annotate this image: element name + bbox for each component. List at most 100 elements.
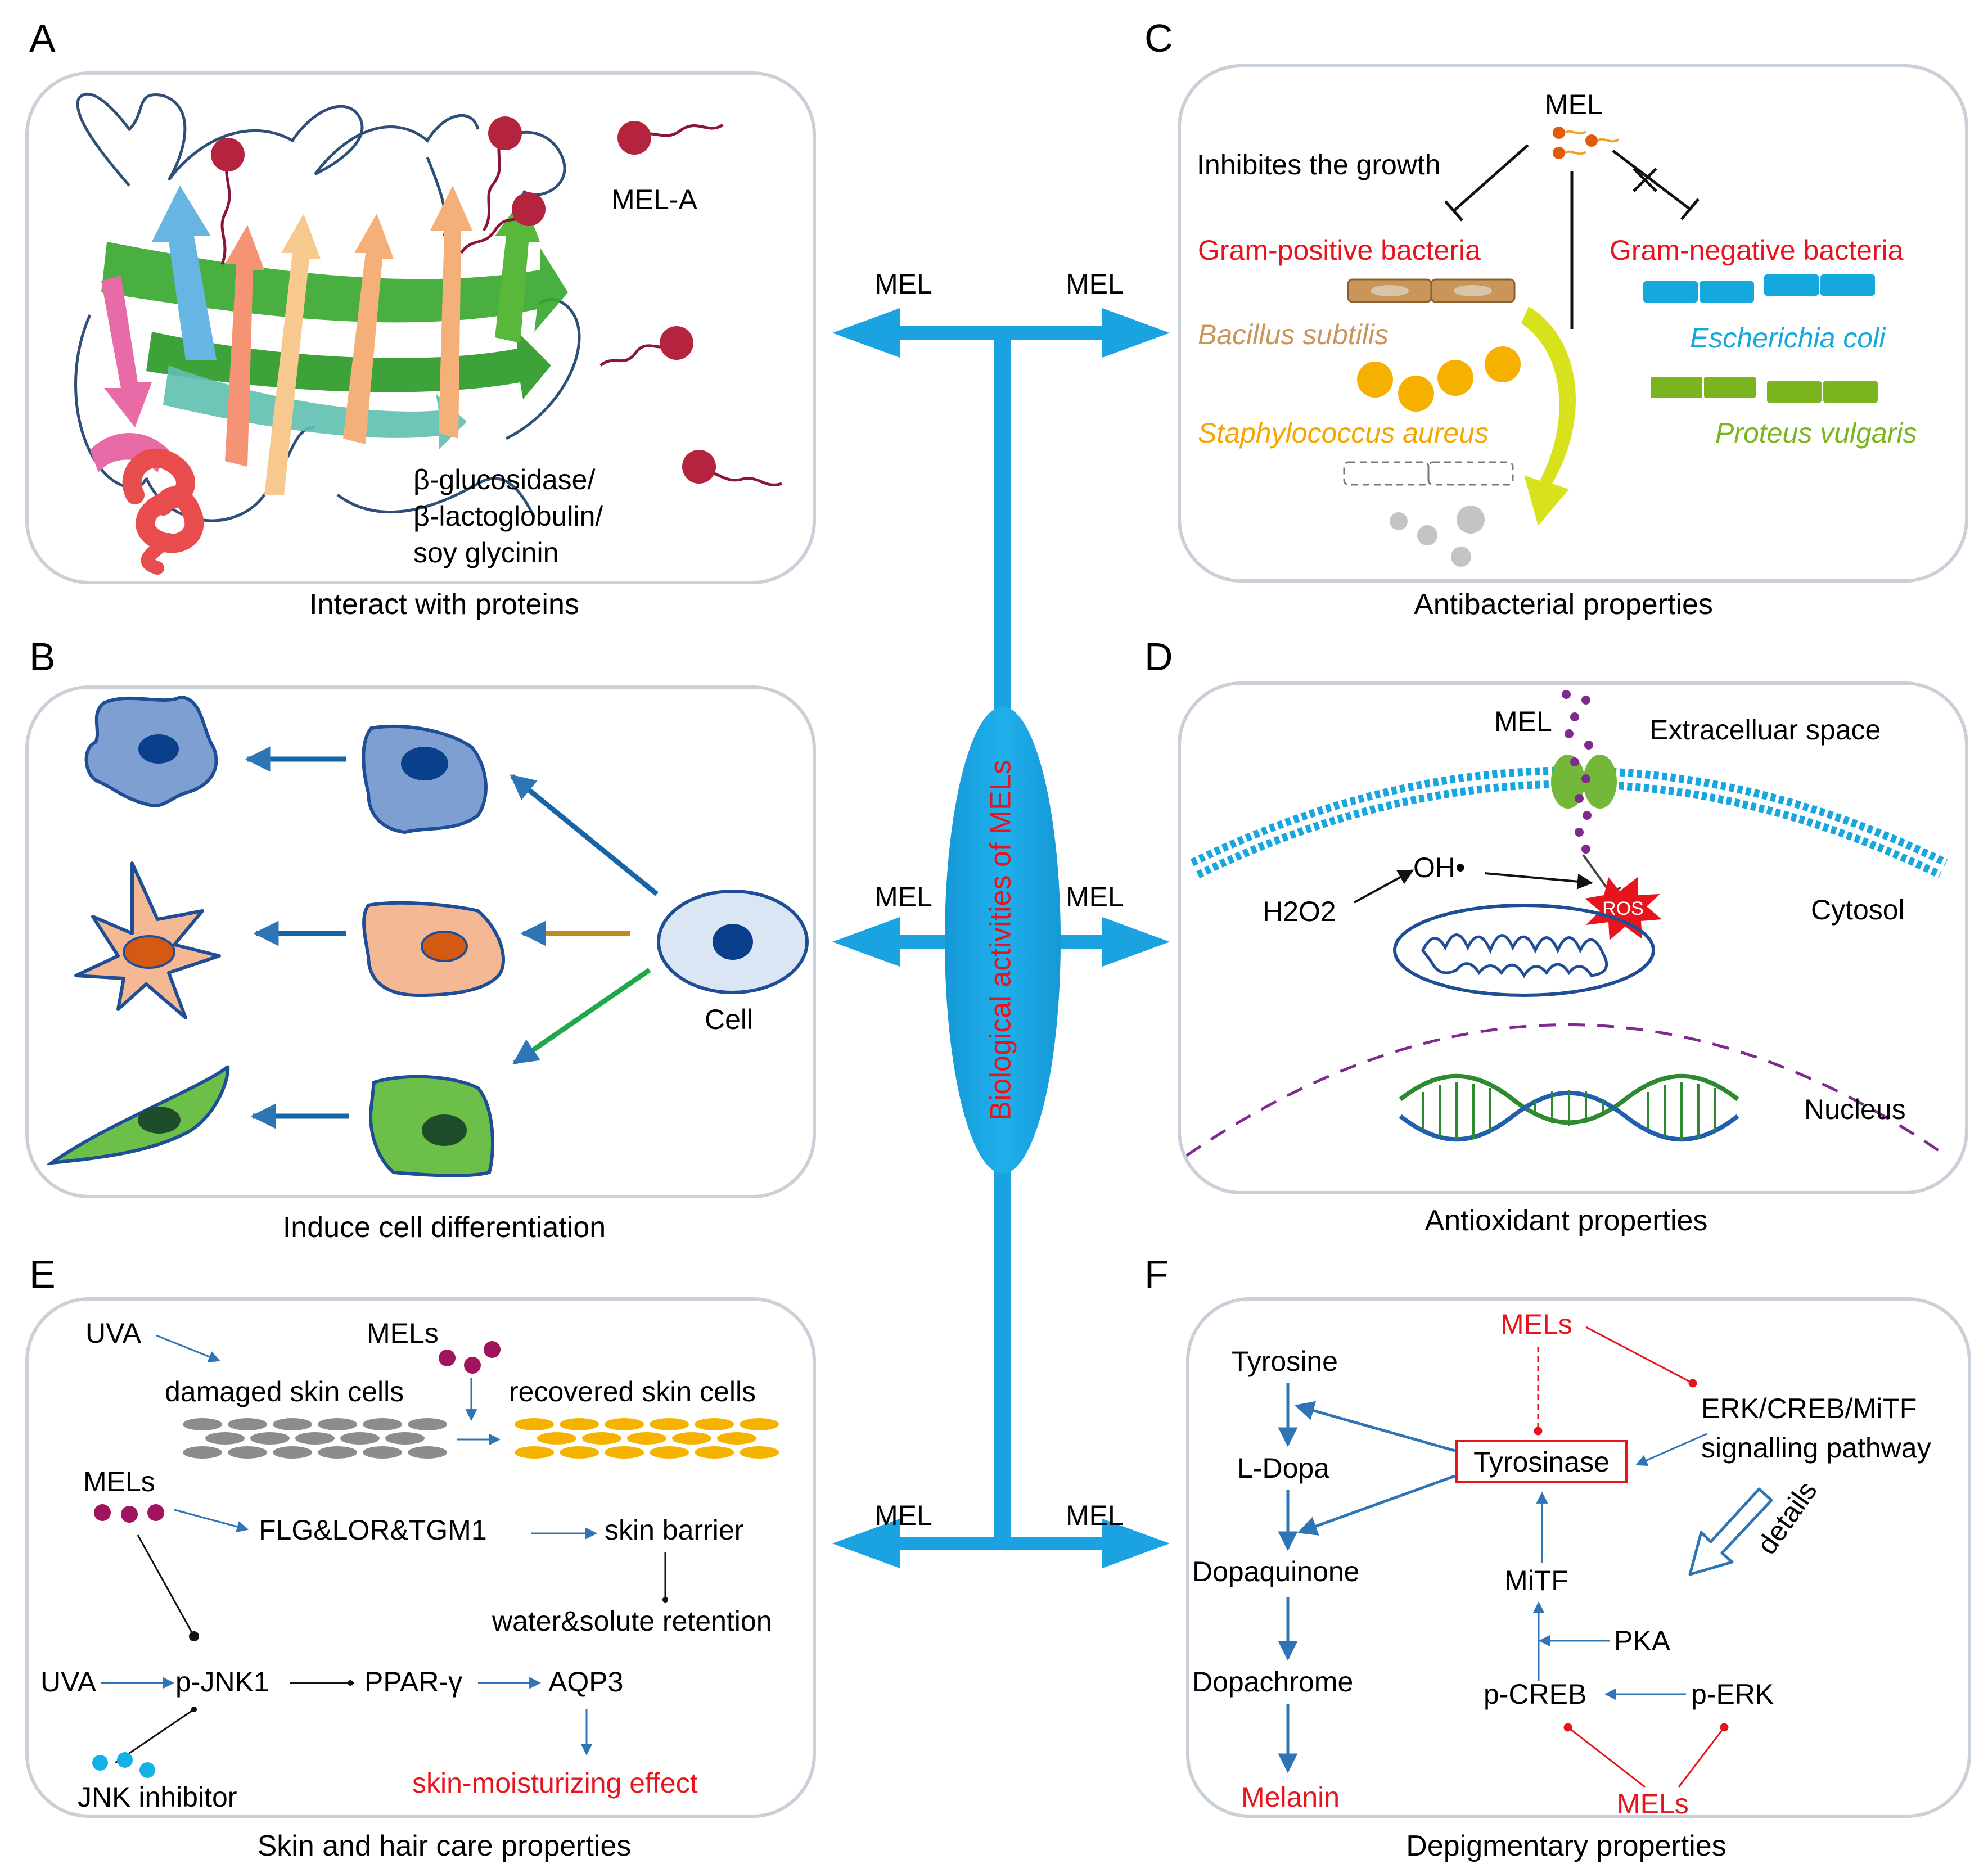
tyrosinase-to-ldopa <box>1297 1474 1455 1536</box>
panel-letter-d: D <box>1144 635 1173 679</box>
lysis-arrow <box>1521 306 1576 526</box>
ecoli-rods <box>1643 274 1875 303</box>
center-title: Biological activities of MELs <box>985 760 1017 1121</box>
mels-erk-inhibit <box>1585 1326 1697 1388</box>
genes-label: FLG&LOR&TGM1 <box>259 1514 487 1546</box>
panel-letter-b: B <box>29 635 56 679</box>
panel-letter-f: F <box>1144 1252 1169 1296</box>
bacillus-label: Bacillus subtilis <box>1198 319 1389 350</box>
caption-b: Induce cell differentiation <box>283 1211 606 1244</box>
mel-a-label: MEL-A <box>611 184 697 215</box>
protein-structure <box>74 92 581 575</box>
c-inhibit-lines <box>1444 144 1700 329</box>
recovered-cells <box>515 1418 779 1459</box>
ros-burst <box>1585 877 1662 940</box>
mels-jnk-inhibit <box>137 1534 199 1641</box>
tyrosinase-to-tyrosine <box>1294 1401 1455 1452</box>
cell-differentiation <box>45 695 809 1177</box>
protein-label-line-1: β-glucosidase/ <box>413 464 595 495</box>
erk-tyrosinase-arrow <box>1635 1433 1707 1466</box>
caption-a: Interact with proteins <box>309 588 579 621</box>
e-mels-label-top: MELs <box>367 1317 439 1349</box>
caption-d: Antioxidant properties <box>1425 1204 1708 1237</box>
dopachrome-label: Dopachrome <box>1192 1666 1353 1698</box>
panel-letter-a: A <box>29 16 56 60</box>
axis-label-right-3: MEL <box>1066 1500 1124 1531</box>
e-uva-label-top: UVA <box>85 1317 142 1349</box>
lysed-bacteria <box>1343 461 1514 567</box>
staph-label: Staphylococcus aureus <box>1198 417 1489 449</box>
c-mel-molecules <box>1553 127 1620 159</box>
proteus-rods <box>1651 377 1878 403</box>
damaged-cells <box>183 1418 447 1459</box>
axis-label-left-2: MEL <box>874 881 932 913</box>
barrier-label: skin barrier <box>605 1514 743 1546</box>
erk-label-2: signalling pathway <box>1701 1432 1931 1464</box>
retention-label: water&solute retention <box>492 1605 772 1637</box>
ecoli-label: Escherichia coli <box>1690 322 1886 354</box>
h2o2-label: H2O2 <box>1263 896 1336 927</box>
tyrosinase-box <box>1455 1440 1628 1483</box>
mel-particles <box>1562 690 1593 854</box>
d-mel-label: MEL <box>1494 706 1552 737</box>
mels-perk-inhibit <box>1678 1723 1729 1788</box>
gram-negative-label: Gram-negative bacteria <box>1610 234 1904 266</box>
tyrosine-label: Tyrosine <box>1232 1346 1338 1377</box>
e-mel-dots-top <box>439 1341 501 1374</box>
effect-label: skin-moisturizing effect <box>412 1767 698 1799</box>
erk-label-1: ERK/CREB/MiTF <box>1701 1393 1917 1424</box>
bacillus-rods <box>1347 278 1516 303</box>
cytosol-label: Cytosol <box>1811 894 1905 926</box>
panel-f-box <box>1186 1297 1971 1818</box>
ldopa-label: L-Dopa <box>1237 1452 1329 1484</box>
ppar-label: PPAR-γ <box>364 1666 462 1698</box>
e-uva-arrow-top <box>156 1334 220 1362</box>
axis-label-left-3: MEL <box>874 1500 932 1531</box>
e-uva-label-bottom: UVA <box>40 1666 97 1698</box>
mitochondrion <box>1393 904 1655 997</box>
recovered-label: recovered skin cells <box>509 1376 756 1407</box>
tyrosinase-label: Tyrosinase <box>1473 1446 1610 1478</box>
mels-pcreb-inhibit <box>1563 1723 1646 1788</box>
axis-label-right-2: MEL <box>1066 881 1124 913</box>
cell-label: Cell <box>705 1004 753 1035</box>
caption-e: Skin and hair care properties <box>258 1830 632 1862</box>
c-mel-label: MEL <box>1545 89 1603 120</box>
protein-label-line-3: soy glycinin <box>413 537 558 568</box>
mel-a-molecules <box>211 116 782 486</box>
pjnk1-label: p-JNK1 <box>175 1666 269 1698</box>
e-mel-dots-mid <box>94 1504 164 1523</box>
caption-c: Antibacterial properties <box>1414 588 1713 621</box>
e-mels-label-mid: MELs <box>83 1466 155 1497</box>
oh-arrow <box>1484 872 1593 890</box>
proteus-label: Proteus vulgaris <box>1715 417 1917 449</box>
gram-positive-label: Gram-positive bacteria <box>1198 234 1481 266</box>
e-mels-genes-arrow <box>174 1509 249 1533</box>
f-mels-label-top: MELs <box>1500 1308 1572 1340</box>
axis-label-right-1: MEL <box>1066 268 1124 300</box>
caption-f: Depigmentary properties <box>1406 1830 1726 1862</box>
jnk-inhibitor-label: JNK inhibitor <box>78 1781 237 1813</box>
perk-label: p-ERK <box>1691 1678 1774 1710</box>
center-axis <box>832 308 1170 1568</box>
c-inhibit-label: Inhibites the growth <box>1197 149 1441 180</box>
nuclear-envelope <box>1185 1023 1947 1157</box>
extracellular-label: Extracelluar space <box>1649 714 1881 746</box>
f-mels-label-bottom: MELs <box>1617 1788 1689 1820</box>
melanin-label: Melanin <box>1241 1781 1340 1813</box>
oh-label: OH• <box>1413 852 1466 883</box>
panel-a-box <box>25 71 816 584</box>
jnk-inhibitor-dots <box>92 1752 155 1778</box>
membrane <box>1190 755 1948 879</box>
pcreb-label: p-CREB <box>1484 1678 1586 1710</box>
mitf-label: MiTF <box>1504 1565 1568 1596</box>
staph-cocci <box>1357 346 1521 412</box>
protein-label-line-2: β-lactoglobulin/ <box>413 500 603 532</box>
pka-label: PKA <box>1614 1625 1671 1657</box>
aqp3-label: AQP3 <box>548 1666 623 1698</box>
h2o2-arrow <box>1354 869 1414 904</box>
panel-letter-e: E <box>29 1252 56 1296</box>
dna-helix <box>1399 1073 1739 1142</box>
nucleus-label: Nucleus <box>1804 1094 1906 1125</box>
